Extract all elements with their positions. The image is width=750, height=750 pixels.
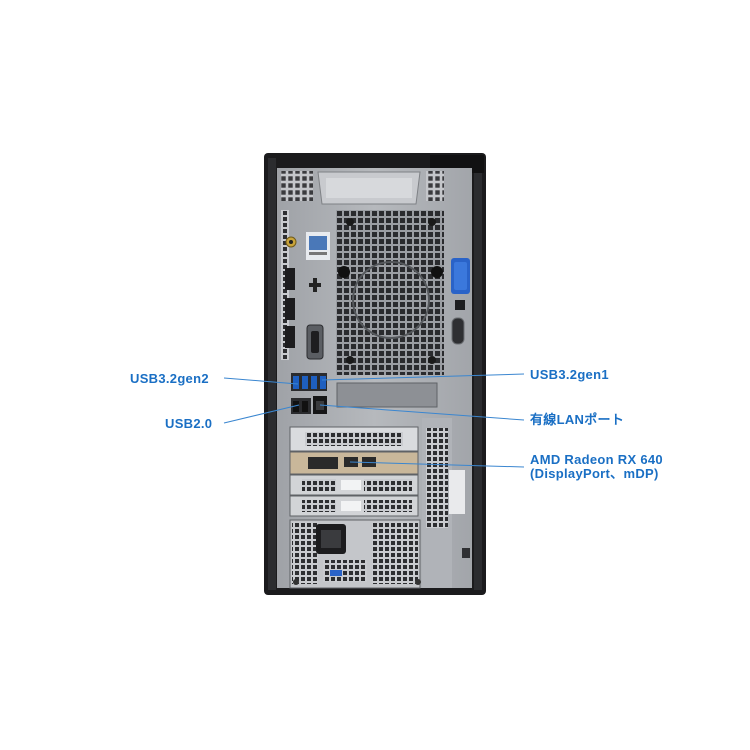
leader-usb32gen2	[223, 377, 299, 385]
usb32gen2-label: USB3.2gen2	[130, 371, 209, 386]
usb32gen1-label: USB3.2gen1	[530, 367, 609, 382]
leader-usb20	[223, 404, 300, 424]
usb32gen2-ports	[291, 373, 327, 391]
gpu-label-line2: (DisplayPort、mDP)	[530, 466, 659, 481]
leader-lan	[319, 404, 525, 421]
gpu-label-line1: AMD Radeon RX 640	[530, 452, 663, 467]
top-left-vent	[281, 171, 313, 201]
lan-port-label: 有線LANポート	[530, 412, 625, 427]
leader-usb32gen1	[321, 373, 525, 381]
top-right-vent	[426, 171, 444, 201]
leader-gpu	[349, 461, 525, 468]
usb20-label: USB2.0	[165, 416, 213, 431]
gpu-label: AMD Radeon RX 640 (DisplayPort、mDP)	[530, 453, 663, 481]
